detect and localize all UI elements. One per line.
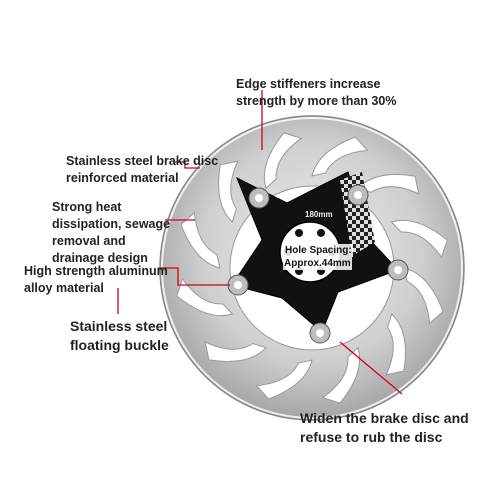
vent-slot (390, 219, 448, 259)
bolt-hole (295, 228, 303, 237)
callout-edge-stiffeners: Edge stiffeners increase strength by mor… (236, 77, 397, 108)
floating-rivets (227, 184, 409, 344)
vent-slot (321, 346, 361, 404)
vent-slot (204, 341, 267, 362)
rotor-vent-slots (176, 132, 448, 404)
callout-line-disc (175, 161, 200, 169)
vent-slot (255, 359, 313, 400)
callout-aluminum-alloy: High strength aluminum alloy material (24, 264, 168, 295)
hole-spacing-line2: Approx.44mm (283, 257, 352, 270)
callout-stainless-disc: Stainless steel brake disc reinforced ma… (66, 154, 219, 185)
vent-slot (180, 211, 221, 269)
rivet (387, 259, 409, 281)
hole-spacing-line1: Hole Spacing: (284, 244, 353, 257)
vent-slot (403, 267, 444, 325)
vent-slot (218, 160, 239, 223)
vent-slot (357, 174, 420, 195)
rivet (347, 184, 369, 206)
callout-heat-dissipation: Strong heat dissipation, sewage removal … (52, 200, 171, 265)
vent-slot (263, 132, 303, 190)
rivet (309, 322, 331, 344)
rivet (227, 274, 249, 296)
callout-widen-disc: Widen the brake disc and refuse to rub t… (300, 410, 469, 445)
vent-slot (385, 313, 406, 376)
size-mark: 180mm (305, 210, 333, 219)
callout-line-aluminum (158, 267, 230, 286)
callout-lines (117, 90, 403, 395)
vent-slot (311, 136, 369, 177)
rivet (248, 187, 270, 209)
callout-line-widen (339, 341, 403, 395)
callout-floating-buckle: Stainless steel floating buckle (70, 318, 169, 353)
vent-slot (176, 277, 234, 317)
bolt-hole (317, 228, 325, 237)
